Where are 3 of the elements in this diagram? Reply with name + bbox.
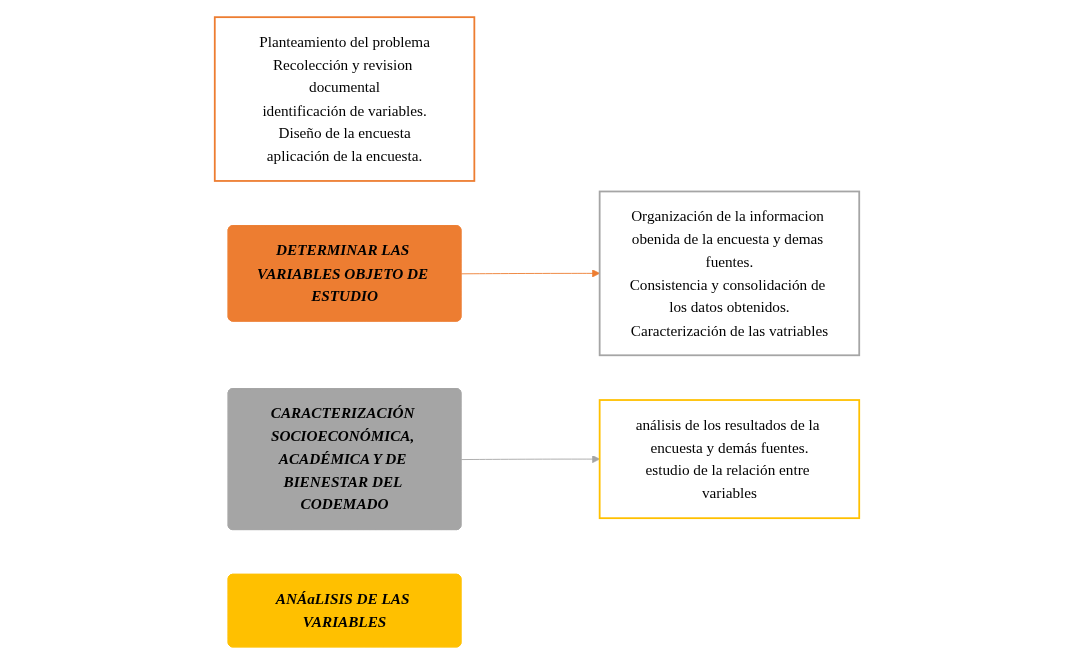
node-box: análisis de los resultados de la encuesta y demás fuentes. estudio de la relación entre variables [598,399,861,520]
node-box: Organización de la informacion obenida de la encuesta y demas fuentes. Consistencia y consolidación de los datos obtenidos. Caracterización de las vatriables [598,190,861,357]
node-box: Planteamiento del problema Recolección y revision documental identificación de variables. Diseño de la encuesta aplicación de la encuesta. [213,16,476,182]
